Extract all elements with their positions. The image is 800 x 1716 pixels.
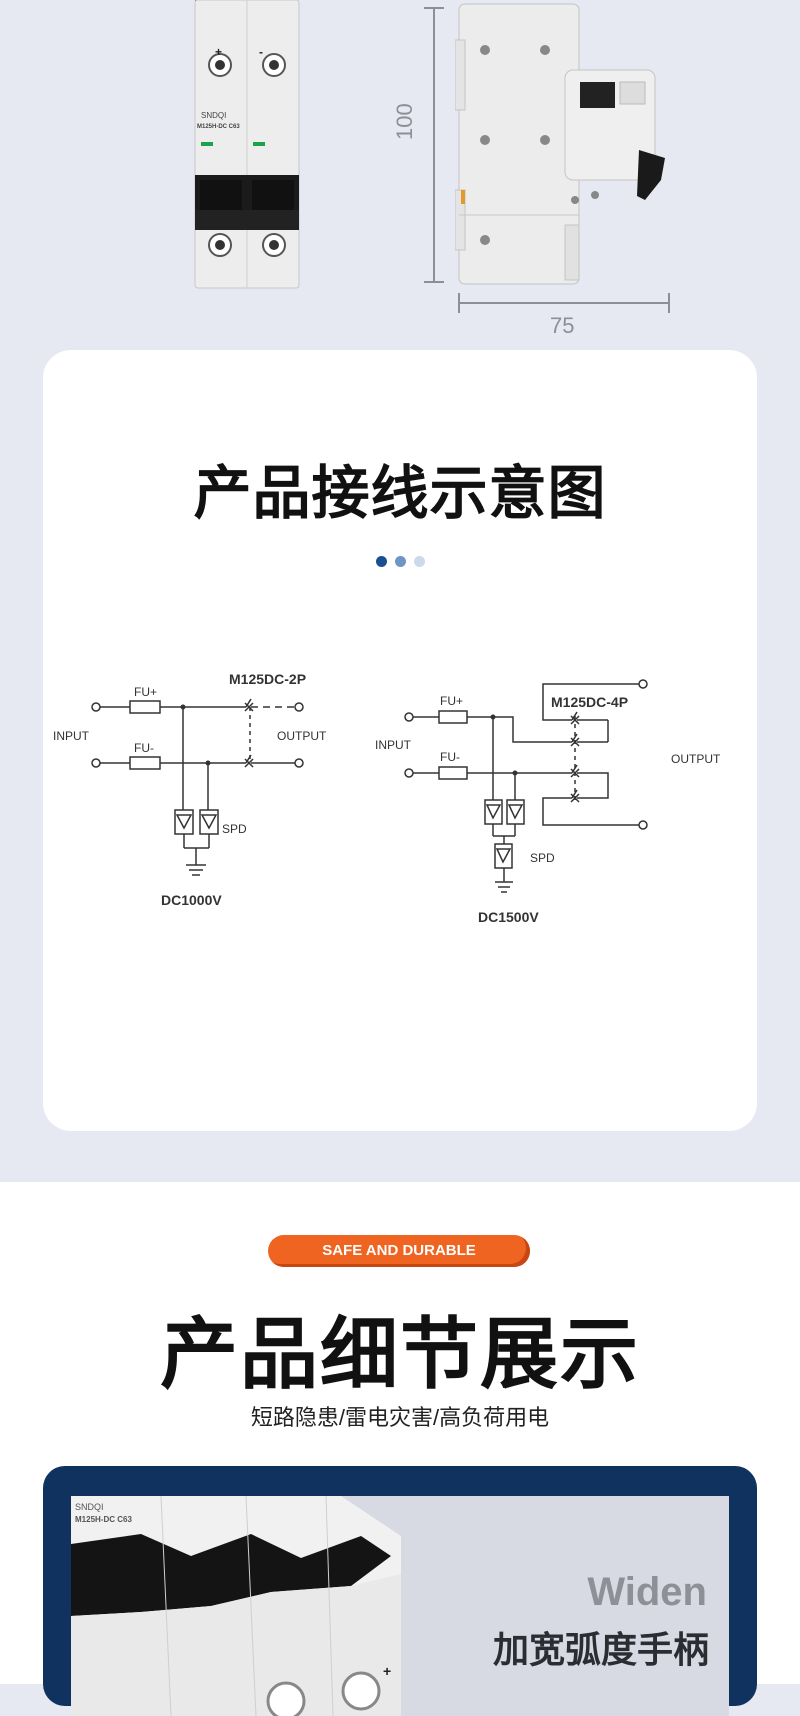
breaker-closeup-image: SNDQI M125H-DC C63 + [71, 1496, 401, 1716]
details-subtitle: 短路隐患/雷电灾害/高负荷用电 [250, 1405, 550, 1430]
carousel-dot-3[interactable] [413, 556, 425, 567]
spd-label-4p: SPD [530, 851, 555, 865]
wiring-diagram-4p: M125DC-4P FU+ FU- INPUT OUTPUT SPD DC150… [375, 679, 721, 925]
safe-durable-badge: SAFE AND DURABLE [268, 1235, 530, 1267]
width-dimension-line [458, 293, 670, 313]
voltage-label-2p: DC1000V [161, 892, 222, 908]
feature-image-panel: SNDQI M125H-DC C63 + Widen 加宽弧度手柄 [71, 1496, 729, 1716]
product-details-section: SAFE AND DURABLE 产品细节展示 短路隐患/雷电灾害/高负荷用电 … [0, 1182, 800, 1716]
fu-minus-label-4p: FU- [440, 750, 460, 764]
carousel-dots [43, 554, 757, 572]
carousel-dot-2[interactable] [394, 556, 406, 567]
height-dimension-line [424, 7, 444, 283]
wiring-diagram-card: 产品接线示意图 [43, 350, 757, 1131]
product-dimension-area: + - SNDQI M125H-DC C63 100 [0, 0, 800, 350]
plus-mark: + [215, 45, 222, 59]
model-2p-label: M125DC-2P [229, 671, 306, 687]
wiring-diagram-2p: M125DC-2P FU+ FU- INPUT OUTPUT SPD DC100… [53, 671, 327, 908]
output-label-2p: OUTPUT [277, 729, 327, 743]
voltage-label-4p: DC1500V [478, 909, 539, 925]
width-dimension-label: 75 [550, 313, 575, 338]
carousel-dot-1[interactable] [375, 556, 387, 567]
breaker-side-view [455, 3, 665, 285]
breaker-front-view: + - SNDQI M125H-DC C63 [194, 0, 300, 289]
feature-card: SNDQI M125H-DC C63 + Widen 加宽弧度手柄 [43, 1466, 757, 1716]
closeup-label-model: M125H-DC C63 [75, 1515, 132, 1524]
wiring-title: 产品接线示意图 [193, 461, 607, 526]
closeup-plus-mark: + [383, 1663, 391, 1679]
closeup-label-brand: SNDQI [75, 1502, 104, 1512]
feature-label-cn: 加宽弧度手柄 [492, 1629, 709, 1670]
spd-label-2p: SPD [222, 822, 247, 836]
fu-minus-label-2p: FU- [134, 741, 154, 755]
front-label-model: M125H-DC C63 [197, 124, 240, 130]
feature-label-en: Widen [587, 1570, 707, 1614]
details-title: 产品细节展示 [159, 1310, 640, 1398]
input-label-2p: INPUT [53, 729, 90, 743]
height-dimension-label: 100 [392, 103, 417, 140]
output-label-4p: OUTPUT [671, 752, 721, 766]
model-4p-label: M125DC-4P [551, 694, 628, 710]
fu-plus-label-4p: FU+ [440, 694, 463, 708]
minus-mark: - [259, 45, 263, 59]
input-label-4p: INPUT [375, 738, 412, 752]
front-label-brand: SNDQI [201, 111, 226, 120]
fu-plus-label-2p: FU+ [134, 685, 157, 699]
